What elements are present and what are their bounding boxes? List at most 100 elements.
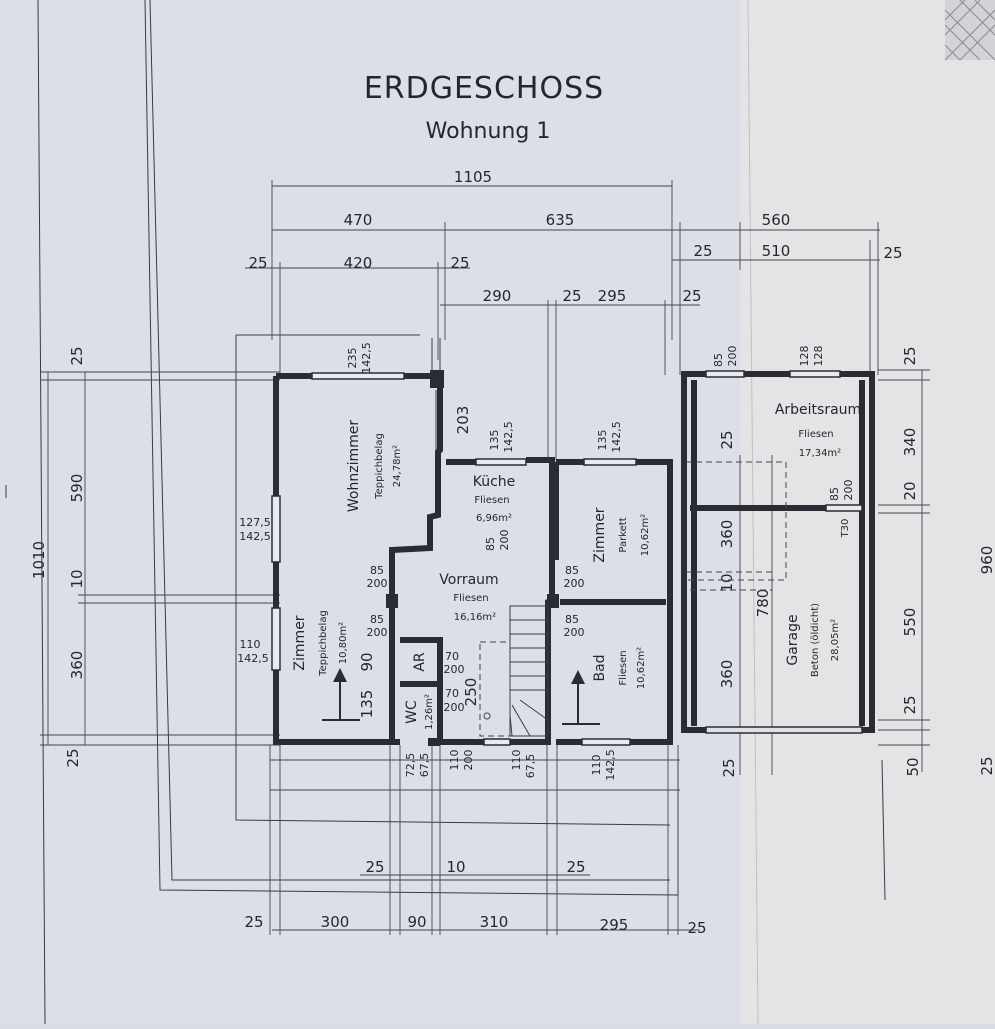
garage-dashed-outline [686,461,787,591]
dim-25-b: 25 [450,254,469,272]
room-vorraum-area: 16,16m² [454,612,496,623]
room-wc-area: 1,26m² [424,694,435,730]
dim-bottom-295: 295 [600,916,629,934]
open-85-g: 85 [712,353,725,367]
dim-bottom-10: 10 [446,858,465,876]
open-70-a: 70 [445,650,459,663]
open-142-5-b: 142,5 [502,421,515,453]
dim-left-590: 590 [68,474,86,503]
open-235: 235 [346,348,359,369]
dimension-chain-left [40,371,280,746]
open-200-j: 200 [726,346,739,367]
stair-up-arrow-right [562,670,600,725]
dim-left-360: 360 [68,651,86,680]
open-200-h: 200 [444,701,465,714]
room-ar-name: AR [412,652,428,672]
room-wc-name: WC [404,700,420,724]
paper-fold [740,0,995,1024]
dim-right-550: 550 [901,608,919,637]
open-142-5-e: 142,5 [237,652,269,665]
room-wohnzimmer-name: Wohnzimmer [346,420,362,512]
dim-left-10: 10 [68,569,86,588]
dim-bottom-25-d: 25 [687,919,706,937]
open-67-5-a: 67,5 [418,753,431,778]
staircase [479,605,549,737]
open-127-5: 127,5 [239,516,271,529]
open-67-5-b: 67,5 [524,754,537,779]
dim-total-height: 1010 [30,541,48,579]
open-200-b: 200 [367,626,388,639]
dim-bottom-25-c: 25 [244,913,263,931]
dim-mid-780: 780 [754,589,772,618]
open-70-b: 70 [445,687,459,700]
room-kueche-area: 6,96m² [476,513,512,524]
open-142-5-c: 142,5 [610,421,623,453]
dim-right-25-c: 25 [978,756,995,775]
open-135-b: 135 [596,430,609,451]
room-garage-name: Garage [785,614,801,665]
open-85-b: 85 [370,613,384,626]
open-128-b: 128 [812,346,825,367]
door-rating-t30: T30 [840,519,851,539]
open-200-g: 200 [444,663,465,676]
open-110-b: 110 [448,750,461,771]
dim-mid-10: 10 [718,573,736,592]
dim-right-50: 50 [904,757,922,776]
plan-title: ERDGESCHOSS [364,71,604,106]
open-200-d: 200 [564,577,585,590]
dim-25-f: 25 [682,287,701,305]
room-garage-floor: Beton (öldicht) [810,603,821,677]
dim-right-340: 340 [901,428,919,457]
open-85-c: 85 [484,537,497,551]
dim-295: 295 [598,287,627,305]
open-250: 250 [462,678,480,707]
dim-mid-25-b: 25 [720,758,738,777]
room-zimmer-right-floor: Parkett [618,517,629,552]
dim-25-e: 25 [562,287,581,305]
plan-subtitle: Wohnung 1 [426,119,551,144]
dim-mid-360-b: 360 [718,660,736,689]
room-wohnzimmer-area: 24,78m² [392,445,403,487]
room-wohnzimmer-floor: Teppichbelag [374,433,385,500]
open-85-h: 85 [828,487,841,501]
dim-25-c: 25 [693,242,712,260]
dim-510: 510 [762,242,791,260]
room-zimmer-left-area: 10,80m² [338,622,349,664]
room-vorraum-floor: Fliesen [453,593,488,604]
dim-right-960: 960 [978,546,995,575]
dimension-chain-top [245,180,880,460]
dim-bottom-300: 300 [321,913,350,931]
dim-bottom-25-b: 25 [566,858,585,876]
room-garage-area: 28,05m² [830,619,841,661]
open-142-5-d: 142,5 [239,530,271,543]
dim-635: 635 [546,211,575,229]
room-bad-floor: Fliesen [618,650,629,685]
opening-dimensions: 235 142,5 203 135 142,5 135 142,5 127,5 … [237,342,855,781]
room-zimmer-right-name: Zimmer [592,507,608,562]
dim-bottom-25-a: 25 [365,858,384,876]
open-200-i: 200 [462,750,475,771]
open-90: 90 [358,652,376,671]
dim-total-width: 1105 [454,168,492,186]
room-arbeitsraum-area: 17,34m² [799,448,841,459]
room-zimmer-left-name: Zimmer [292,615,308,670]
open-85-a: 85 [370,564,384,577]
dim-right-25-a: 25 [901,346,919,365]
open-200-k: 200 [842,480,855,501]
open-72-5: 72,5 [404,753,417,778]
room-zimmer-right-area: 10,62m² [640,514,651,556]
stair-up-arrow-left [322,668,360,721]
dim-right-25-b: 25 [901,695,919,714]
open-142-5-f: 142,5 [604,749,617,781]
room-bad-name: Bad [592,654,608,681]
open-200-c: 200 [498,530,511,551]
open-110-c: 110 [510,750,523,771]
open-110-d: 110 [590,755,603,776]
room-vorraum-name: Vorraum [439,572,498,588]
open-85-e: 85 [565,613,579,626]
dim-left-25-a: 25 [68,346,86,365]
dim-right-20: 20 [901,481,919,500]
dim-560: 560 [762,211,791,229]
